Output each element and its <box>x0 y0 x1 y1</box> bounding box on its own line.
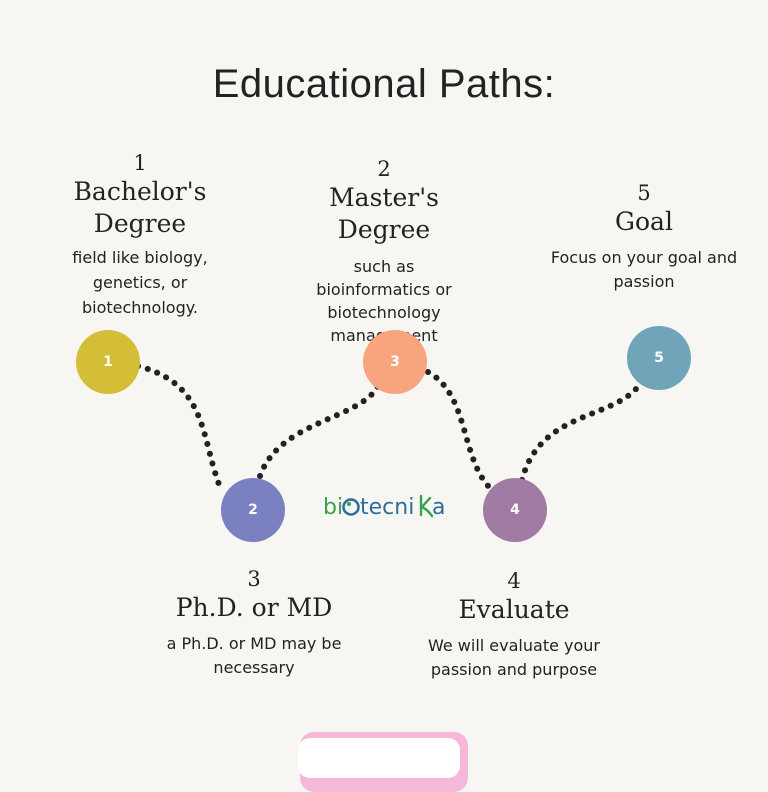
step-number: 2 <box>377 157 391 181</box>
step-desc-line: passion and purpose <box>430 659 598 679</box>
step-title-line: Goal <box>615 207 673 237</box>
svg-text:tecni: tecni <box>360 495 414 520</box>
step-desc-line: a Ph.D. or MD may be <box>166 633 342 653</box>
node-label: 4 <box>510 502 520 518</box>
biotecnika-logo: bi tecni a <box>323 494 445 520</box>
step-desc-line: passion <box>613 271 675 291</box>
step-desc-line: biotechnology. <box>81 297 199 317</box>
step-2-text: 2 Master's Degree such as bioinformatics… <box>284 156 484 347</box>
step-5-node: 5 <box>627 326 691 390</box>
step-number: 4 <box>507 569 521 593</box>
bottom-card <box>298 738 460 778</box>
step-title-line: Ph.D. or MD <box>175 593 333 623</box>
step-title-line: Bachelor's <box>73 177 207 207</box>
step-desc-line: bioinformatics or <box>316 279 452 299</box>
step-number: 1 <box>133 151 147 175</box>
step-desc-line: such as <box>353 256 415 276</box>
dotted-path <box>135 363 643 495</box>
node-label: 1 <box>103 354 113 370</box>
step-4-node: 4 <box>483 478 547 542</box>
step-number: 5 <box>637 181 651 205</box>
svg-text:a: a <box>432 495 445 520</box>
step-3-node: 3 <box>363 330 427 394</box>
step-3-text: 3 Ph.D. or MD a Ph.D. or MD may be neces… <box>144 566 364 680</box>
page-title: Educational Paths: <box>212 62 556 106</box>
step-desc-line: field like biology, <box>72 247 208 267</box>
step-desc-line: necessary <box>213 657 295 677</box>
step-2-node: 2 <box>221 478 285 542</box>
svg-text:bi: bi <box>323 495 343 520</box>
node-label: 2 <box>248 502 258 518</box>
step-4-text: 4 Evaluate We will evaluate your passion… <box>404 568 624 682</box>
step-number: 3 <box>247 567 261 591</box>
step-1-node: 1 <box>76 330 140 394</box>
step-title-line: Evaluate <box>458 595 570 625</box>
node-label: 3 <box>390 354 400 370</box>
step-desc-line: biotechnology <box>327 302 441 322</box>
step-title-line: Master's Degree <box>329 183 439 244</box>
step-desc-line: Focus on your goal and <box>550 247 738 267</box>
step-5-text: 5 Goal Focus on your goal and passion <box>534 180 754 294</box>
step-1-text: 1 Bachelor's Degree field like biology, … <box>40 150 240 320</box>
step-desc-line: genetics, or <box>92 272 188 292</box>
step-desc-line: We will evaluate your <box>427 635 600 655</box>
step-title-line: Degree <box>93 208 187 238</box>
node-label: 5 <box>654 350 664 366</box>
